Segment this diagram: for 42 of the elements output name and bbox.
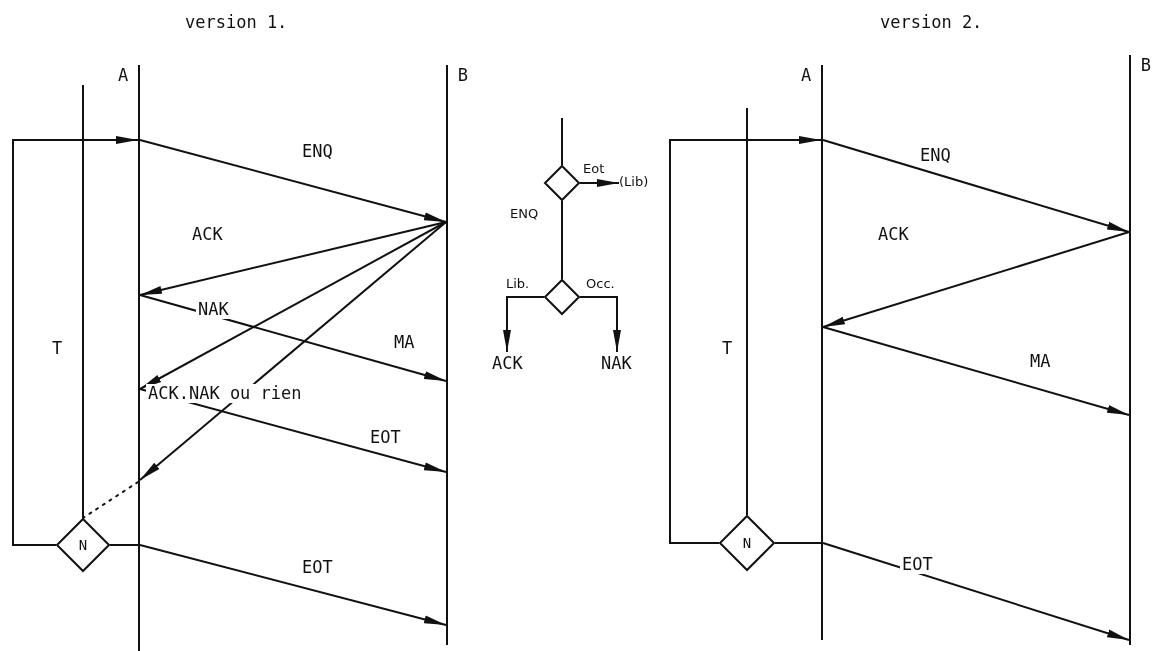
arrow (822, 542, 1130, 641)
arrow (822, 231, 1130, 328)
edge-label: ENQ (918, 146, 953, 165)
dotted-line (82, 481, 139, 519)
edge-label: Eot (581, 161, 607, 176)
lifeline-label: A (801, 65, 812, 85)
arrow (139, 294, 447, 382)
connector-line (561, 200, 563, 280)
arrow (139, 221, 447, 296)
arrow (579, 179, 620, 187)
connector-line (109, 544, 139, 546)
decision-label: N (77, 536, 89, 555)
connector-line (746, 107, 748, 516)
arrow (503, 296, 545, 353)
decision-label: N (741, 534, 753, 553)
connector-line (774, 542, 822, 544)
arrow (139, 544, 447, 626)
arrow (12, 136, 139, 546)
version-heading: version 1. (185, 12, 288, 32)
arrow (822, 139, 1130, 233)
lifeline-label: B (457, 65, 468, 85)
edge-label: EOT (900, 555, 935, 574)
outcome-label: (Lib) (619, 174, 649, 189)
edge-label: ENQ (508, 206, 541, 221)
timer-label: T (52, 338, 63, 358)
arrow (669, 136, 822, 544)
edge-label: NAK (196, 300, 231, 319)
version-heading: version 2. (880, 12, 983, 32)
outcome-label: NAK (601, 353, 632, 373)
connector-line (82, 84, 84, 519)
lifeline-label: A (118, 65, 129, 85)
edge-label: Occ. (584, 276, 617, 291)
lifeline-label: B (1140, 55, 1151, 75)
edge-label: ENQ (300, 142, 335, 161)
connector-line (561, 117, 563, 166)
arrow (139, 139, 447, 223)
arrow (822, 326, 1130, 416)
arrow (579, 296, 621, 353)
arrow (139, 221, 447, 390)
outcome-label: ACK (492, 353, 523, 373)
timer-label: T (722, 338, 733, 358)
arrow (139, 221, 447, 481)
